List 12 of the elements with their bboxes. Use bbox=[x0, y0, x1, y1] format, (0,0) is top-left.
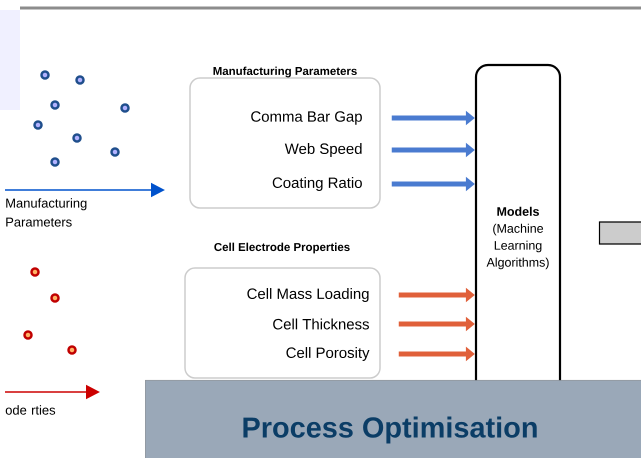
parameter-text: Coating Ratio bbox=[272, 177, 362, 191]
arrow-label: ode rties bbox=[6, 405, 56, 415]
parameter-text: Web Speed bbox=[284, 143, 362, 157]
block bbox=[598, 221, 641, 245]
node-label: Cell Electrode Properties bbox=[214, 242, 350, 254]
node-label: Manufacturing Parameters bbox=[214, 66, 357, 78]
process-band: Process Optimisation bbox=[145, 380, 641, 458]
parameter-text: Cell Mass Loading bbox=[247, 288, 369, 302]
parameter-text: Comma Bar Gap bbox=[251, 111, 362, 125]
parameter-text: Cell Porosity bbox=[286, 347, 370, 361]
parameter-text: Cell Thickness bbox=[273, 318, 369, 330]
arrow-label: Manufacturing Parameters bbox=[6, 198, 86, 227]
